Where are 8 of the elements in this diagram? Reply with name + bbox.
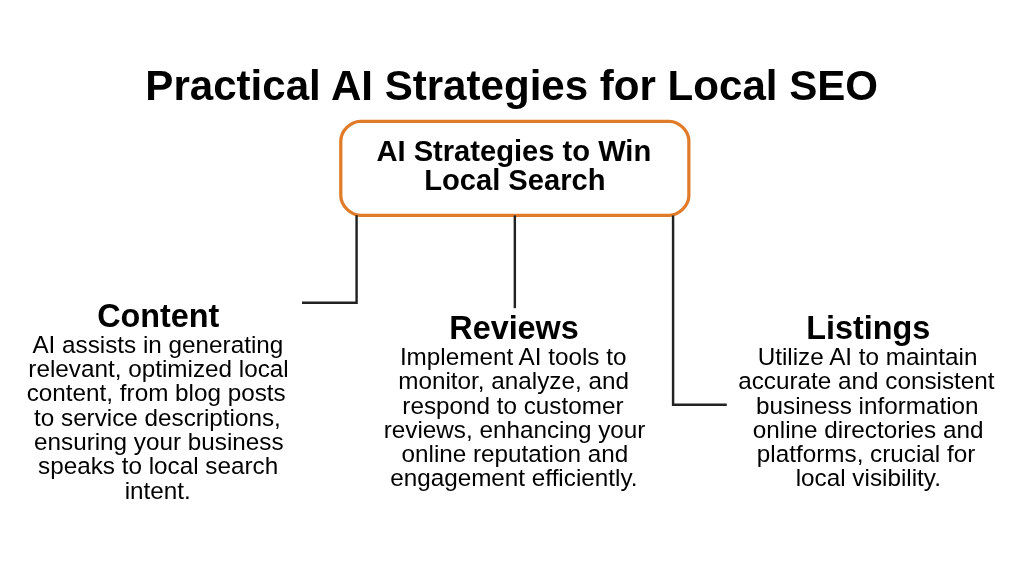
connector [302,214,358,304]
node-text: Reviews Implement AI tools to monitor, analyze, and respond to customer reviews, enhancing your online reputation and engagement efficiently. [383,309,646,491]
node-text: Listings Utilize AI to maintain accurate and consistent business information online directories and platforms, crucial for local visibility. [738,309,995,491]
node-text: Content AI assists in generating relevant, optimized local content, from blog posts to service descriptions, ensuring your business speaks to local search intent. [26,297,289,504]
connector [513,214,517,308]
connector [671,215,727,406]
diagram-title: Practical AI Strategies for Local SEO [145,61,879,109]
node-box: AI Strategies to Win Local Search [339,119,691,217]
